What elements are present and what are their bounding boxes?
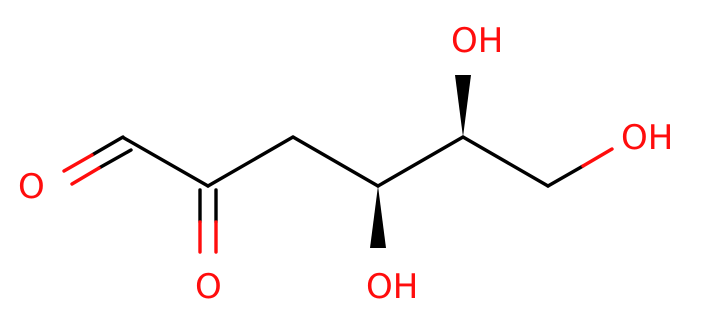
hydroxyl-right-label: OH — [621, 118, 673, 158]
bond-c1-c2 — [122, 136, 210, 188]
bond-c3-c4 — [291, 135, 380, 188]
aldehyde-oxygen-label: O — [18, 167, 45, 207]
ketone-double-bond — [198, 188, 218, 254]
hydroxyl-top-label: OH — [451, 21, 503, 61]
bond-c4-c5 — [376, 135, 465, 188]
wedge-bond-c4-oh — [370, 186, 386, 248]
hydroxyl-bottom-label: OH — [366, 267, 418, 307]
aldehyde-double-bond — [62, 135, 133, 186]
bond-c6-oh — [546, 147, 614, 188]
bond-c5-c6 — [461, 135, 550, 188]
wedge-bond-c5-oh — [455, 75, 471, 137]
bond-c2-c3 — [206, 135, 295, 188]
ketone-oxygen-label: O — [195, 267, 222, 307]
